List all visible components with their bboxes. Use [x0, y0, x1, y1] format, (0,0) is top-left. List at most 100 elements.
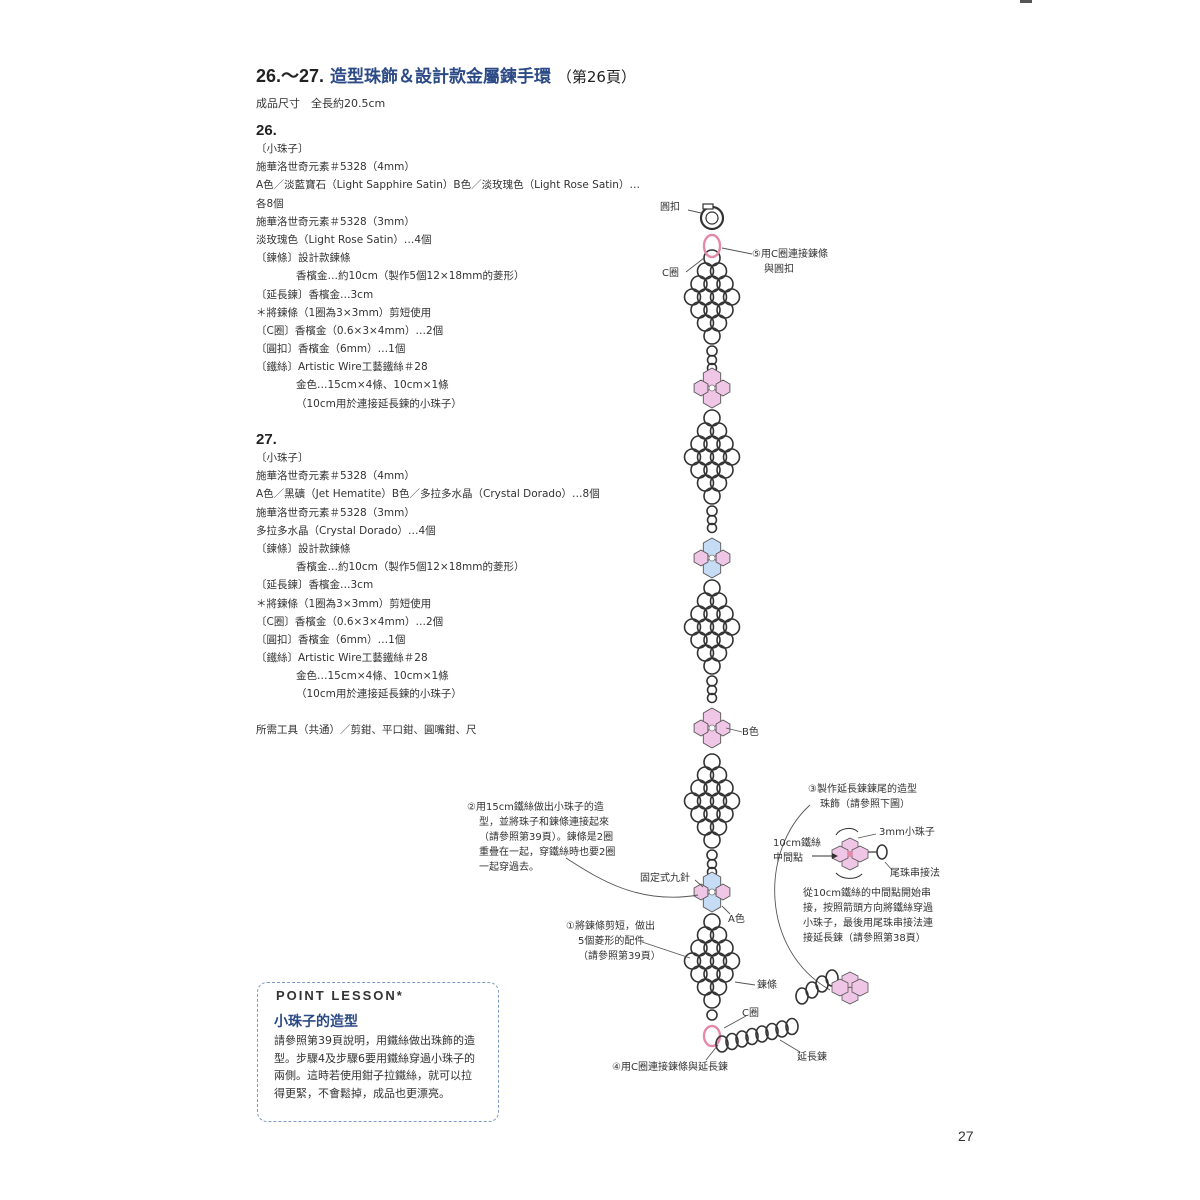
extension-link [785, 1017, 799, 1036]
chain-links [683, 249, 741, 1021]
chain-link [706, 505, 718, 517]
material-line: 施華洛世奇元素＃5328（3mm） [256, 215, 415, 228]
material-line: 〔圓扣〕香檳金（6mm）…1個 [256, 633, 406, 646]
extension-label: 延長鍊 [797, 1052, 827, 1063]
top-edge-mark [1020, 0, 1032, 3]
crystal-bead [715, 549, 731, 567]
page-title: 26.～27. 造型珠飾＆設計款金屬鍊手環 （第26頁） [256, 62, 636, 88]
step1-line1: ①將鍊條剪短，做出 [566, 921, 655, 932]
material-line: 淡玫瑰色（Light Rose Satin）…4個 [256, 233, 432, 246]
lesson-line: 請參照第39頁說明，用鐵絲做出珠飾的造 [274, 1034, 475, 1047]
bead-center [708, 724, 716, 732]
c-ring-bottom-label: C圈 [742, 1008, 759, 1019]
extension-link [735, 1030, 749, 1048]
material-line: 施華洛世奇元素＃5328（4mm） [256, 161, 415, 174]
tail-bead-cluster [831, 971, 869, 1005]
chain-link [706, 1009, 718, 1021]
chain-link [706, 354, 718, 366]
chain-link [706, 522, 718, 534]
step2-note: ②用15cm鐵絲做出小珠子的造 型，並將珠子和鍊條連接起來 （請參照第39頁）。… [467, 800, 615, 875]
section-27-materials: 〔小珠子〕施華洛世奇元素＃5328（4mm）A色／黑礦（Jet Hematite… [256, 449, 646, 704]
c-ring-top [702, 233, 722, 259]
chain-label: 鍊條 [757, 980, 777, 991]
chain-link [703, 657, 721, 675]
extension-link [715, 1035, 729, 1053]
bead-cluster [693, 367, 731, 409]
extension-link [755, 1025, 769, 1043]
extension-link [775, 1020, 789, 1038]
step4-note: ④用C圈連接鍊條與延長鍊 [612, 1062, 728, 1073]
material-line: 〔延長鍊〕香檳金…3cm [256, 579, 374, 592]
crystal-bead [693, 379, 709, 397]
step3-detail-line2: 接，按照箭頭方向將鐵絲穿過 [803, 903, 933, 914]
lesson-line: 型。步驟4及步驟6要用鐵絲穿過小珠子的 [274, 1051, 475, 1065]
material-line: 〔圓扣〕香檳金（6mm）…1個 [256, 343, 406, 356]
material-line: 施華洛世奇元素＃5328（4mm） [256, 470, 415, 483]
point-lesson-heading: POINT LESSON* [276, 988, 404, 1003]
material-line: A色／黑礦（Jet Hematite）B色／多拉多水晶（Crystal Dora… [256, 488, 600, 501]
eye-pin-label: 固定式九針 [640, 873, 690, 884]
wire-mid-line2: 中間點 [773, 853, 803, 864]
title-number: 26.～27. [256, 66, 325, 86]
step5-note: ⑤用C圈連接鍊條 與圓扣 [752, 247, 828, 277]
material-line: 施華洛世奇元素＃5328（3mm） [256, 506, 415, 519]
step2-line1: ②用15cm鐵絲做出小珠子的造 [467, 802, 604, 813]
chain-link [706, 692, 718, 704]
material-line: 〔鍊條〕設計款鍊條 [256, 542, 351, 555]
material-line: A色／淡藍寶石（Light Sapphire Satin）B色／淡玫瑰色（Lig… [256, 179, 640, 192]
extension-link [745, 1027, 759, 1046]
step1-line2: 5個菱形的配件 [578, 936, 645, 947]
c-ring-bottom [702, 1024, 722, 1048]
point-lesson-body: 請參照第39頁說明，用鐵絲做出珠飾的造 型。步驟4及步驟6要用鐵絲穿過小珠子的 … [274, 1032, 489, 1102]
bead-center [708, 384, 716, 392]
material-line: （10cm用於連接延長鍊的小珠子） [296, 688, 462, 701]
material-line: 〔延長鍊〕香檳金…3cm [256, 288, 374, 301]
material-line: ＊將鍊條（1圈為3×3mm）剪短使用 [256, 306, 432, 319]
crystal-bead [715, 883, 731, 901]
bead-center [708, 888, 716, 896]
step2-line2: 型，並將珠子和鍊條連接起來 [479, 817, 609, 828]
step3-line2: 珠飾（請參照下圖） [820, 799, 910, 810]
step2-line5: 一起穿過去。 [479, 862, 539, 873]
step1-note: ①將鍊條剪短，做出 5個菱形的配件 （請參照第39頁） [566, 919, 661, 964]
bead-center [708, 554, 716, 562]
material-line: 金色…15cm×4條、10cm×1條 [296, 670, 449, 683]
material-line: ＊將鍊條（1圈為3×3mm）剪短使用 [256, 597, 432, 610]
material-line: 香檳金…約10cm（製作5個12×18mm的菱形） [296, 561, 525, 574]
lesson-line: 得更緊，不會鬆掉，成品也更漂亮。 [274, 1086, 450, 1100]
chain-link [706, 849, 718, 861]
material-line: 〔C圈〕香檳金（0.6×3×4mm）…2個 [256, 615, 444, 628]
step3-detail-line3: 小珠子，最後用尾珠串接法連 [803, 918, 933, 929]
clasp-icon [699, 203, 725, 231]
step3-line1: ③製作延長鍊鍊尾的造型 [808, 784, 917, 795]
color-b-label: B色 [742, 727, 759, 738]
finished-size: 成品尺寸 全長約20.5cm [256, 97, 386, 110]
step3-detail-line1: 從10cm鐵絲的中間點開始串 [803, 888, 931, 899]
crystal-bead [693, 883, 709, 901]
crystal-bead [693, 549, 709, 567]
chain-link [706, 684, 718, 696]
wire-mid-line1: 10cm鐵絲 [773, 838, 821, 849]
step3-detail-note: 從10cm鐵絲的中間點開始串 接，按照箭頭方向將鐵絲穿過 小珠子，最後用尾珠串接… [803, 886, 933, 946]
bead-3mm-label: 3mm小珠子 [879, 827, 935, 838]
extension-link [725, 1032, 739, 1051]
title-page-ref: （第26頁） [556, 68, 636, 86]
c-ring-top-label: C圈 [662, 268, 679, 279]
leader-lines [565, 209, 831, 1061]
material-line: （10cm用於連接延長鍊的小珠子） [296, 397, 462, 410]
step2-line3: （請參照第39頁）。鍊條是2圈 [479, 832, 614, 843]
section-26-number: 26. [256, 122, 277, 139]
color-a-label: A色 [728, 914, 745, 925]
bead-cluster [693, 537, 731, 579]
tools-needed: 所需工具（共通）／剪鉗、平口鉗、圓嘴鉗、尺 [256, 724, 477, 736]
clasp-label: 圓扣 [660, 202, 680, 213]
step5-line1: ⑤用C圈連接鍊條 [752, 249, 828, 260]
material-line: 金色…15cm×4條、10cm×1條 [296, 379, 449, 392]
extension-chain [715, 969, 839, 1053]
step2-line4: 重疊在一起，穿鐵絲時也要2圈 [479, 847, 616, 858]
section-27-number: 27. [256, 431, 277, 448]
material-line: 〔小珠子〕 [256, 143, 309, 155]
extension-link [765, 1022, 779, 1041]
bead-clusters [693, 367, 731, 913]
